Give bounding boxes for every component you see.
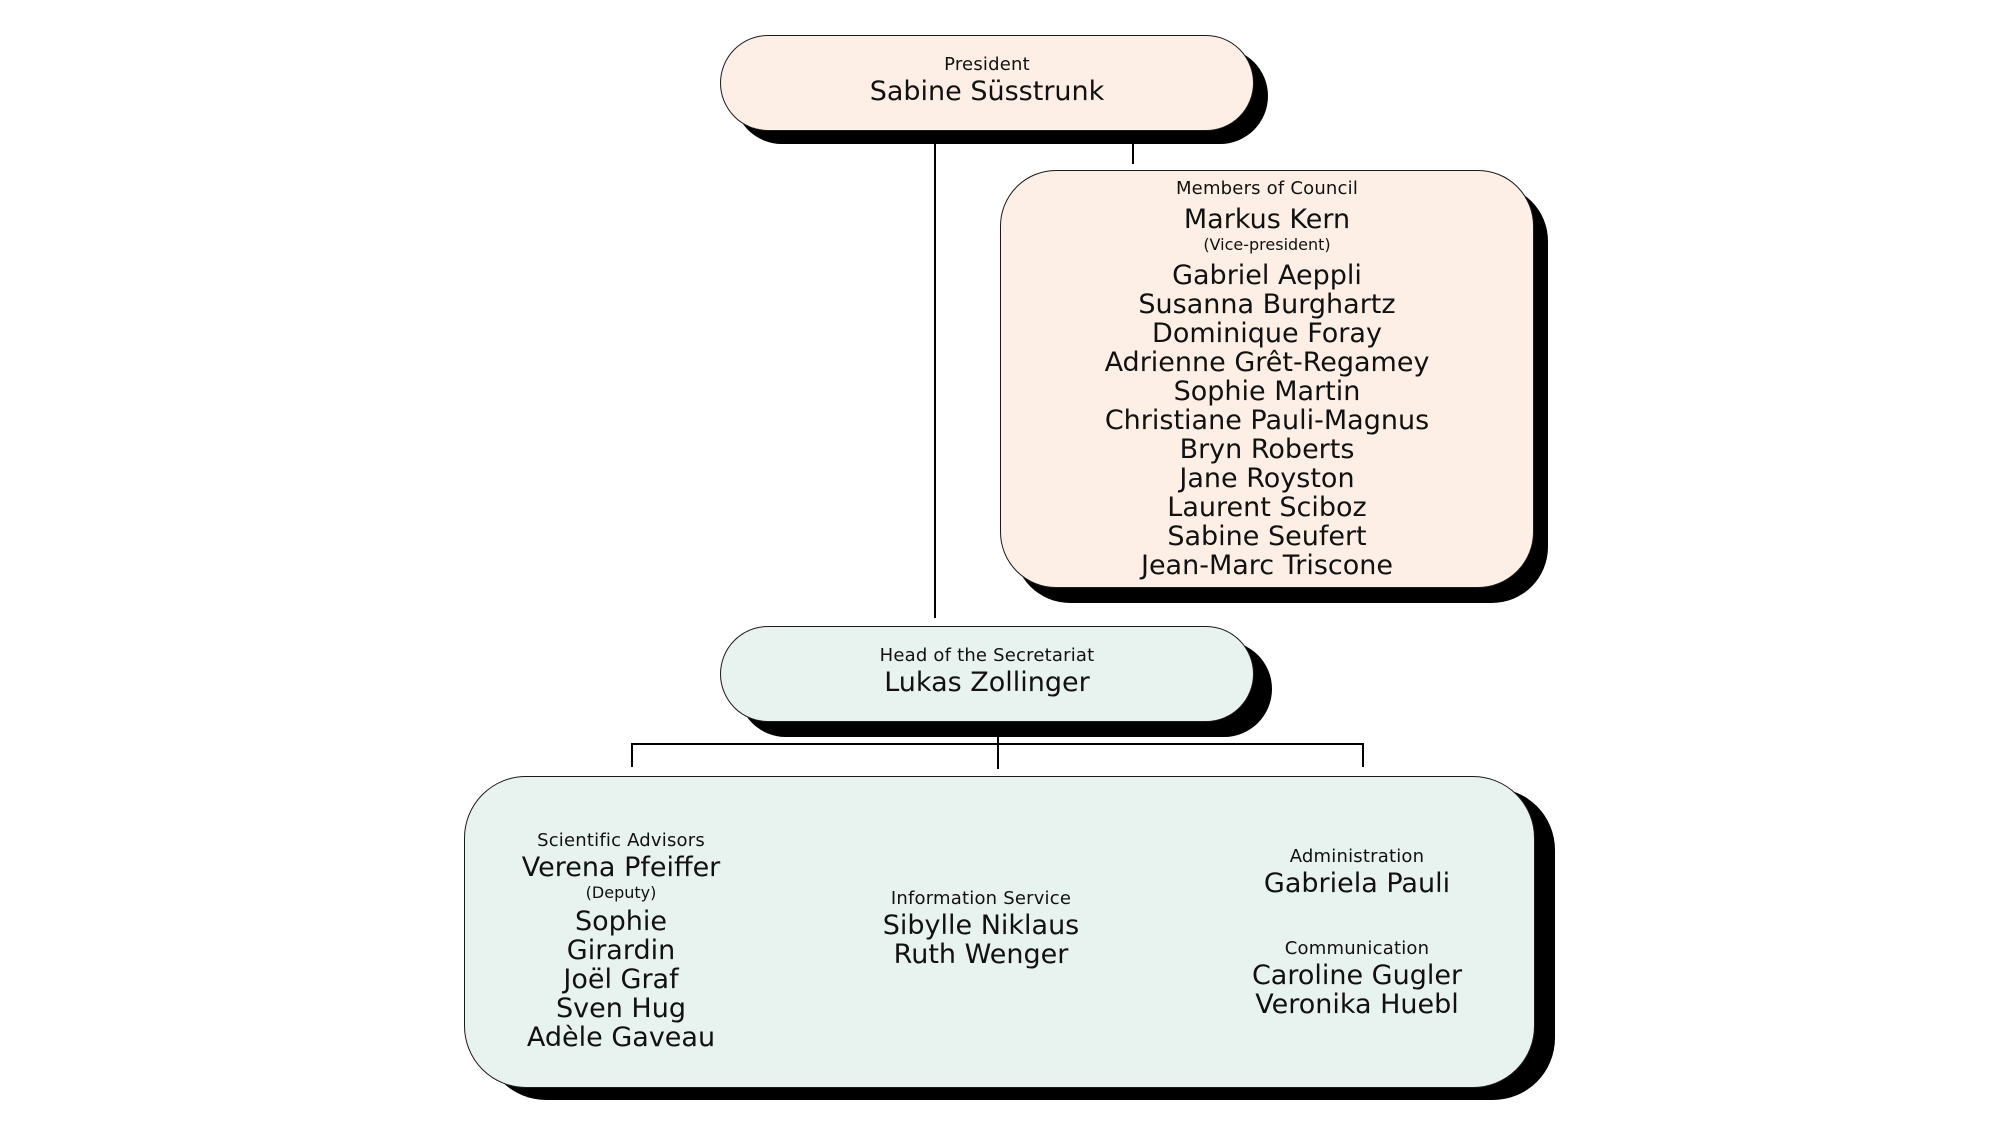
- scientific-advisor-member: Adèle Gaveau: [526, 1022, 716, 1053]
- scientific-advisors-deputy-note: (Deputy): [585, 883, 657, 902]
- connector-bracket-right: [1362, 743, 1364, 767]
- information-service-group: Information Service Sibylle Niklaus Ruth…: [881, 887, 1081, 969]
- council-member-list: Gabriel Aeppli Susanna Burghartz Dominiq…: [1001, 261, 1533, 580]
- scientific-advisors-group: Scientific Advisors Verena Pfeiffer (Dep…: [521, 829, 721, 1052]
- connector-secretariat-trunk: [997, 735, 999, 769]
- secretariat-node: Head of the Secretariat Lukas Zollinger: [720, 626, 1254, 722]
- secretariat-role-label: Head of the Secretariat: [879, 645, 1095, 666]
- council-vice-president-note: (Vice-president): [1203, 235, 1331, 254]
- communication-member: Veronika Huebl: [1255, 989, 1459, 1020]
- council-member: Jean-Marc Triscone: [1140, 550, 1394, 581]
- administration-group: Administration Gabriela Pauli: [1237, 845, 1477, 898]
- council-role-label: Members of Council: [1175, 178, 1359, 199]
- council-node: Members of Council Markus Kern (Vice-pre…: [1000, 170, 1534, 588]
- scientific-advisors-deputy-name: Verena Pfeiffer: [521, 852, 721, 883]
- council-member: Susanna Burghartz: [1138, 289, 1396, 320]
- connector-secretariat-bracket: [631, 743, 1364, 745]
- council-member: Gabriel Aeppli: [1172, 260, 1362, 291]
- council-member: Sabine Seufert: [1167, 521, 1367, 552]
- scientific-advisors-role-label: Scientific Advisors: [537, 830, 705, 851]
- connector-president-to-council: [1132, 144, 1134, 164]
- council-member: Laurent Sciboz: [1167, 492, 1367, 523]
- communication-role-label: Communication: [1284, 938, 1430, 959]
- communication-member: Caroline Gugler: [1251, 960, 1463, 991]
- connector-bracket-left: [631, 743, 633, 767]
- scientific-advisors-member-list: Sophie Girardin Joël Graf Sven Hug Adèle…: [521, 907, 721, 1052]
- council-member: Jane Royston: [1179, 463, 1355, 494]
- scientific-advisor-member: Joël Graf: [563, 964, 679, 995]
- connector-president-to-secretariat: [934, 144, 936, 618]
- council-vice-president-name: Markus Kern: [1183, 204, 1351, 235]
- council-member: Dominique Foray: [1152, 318, 1382, 349]
- scientific-advisor-member: Sophie Girardin: [566, 906, 676, 966]
- council-member: Bryn Roberts: [1179, 434, 1355, 465]
- council-member: Sophie Martin: [1173, 376, 1361, 407]
- administration-role-label: Administration: [1289, 846, 1425, 867]
- president-name: Sabine Süsstrunk: [869, 76, 1105, 107]
- council-member: Adrienne Grêt-Regamey: [1104, 347, 1430, 378]
- information-service-member: Sibylle Niklaus: [882, 910, 1080, 941]
- information-service-role-label: Information Service: [890, 888, 1072, 909]
- administration-member: Gabriela Pauli: [1263, 868, 1451, 899]
- departments-node: Scientific Advisors Verena Pfeiffer (Dep…: [464, 776, 1535, 1088]
- president-node: President Sabine Süsstrunk: [720, 35, 1254, 131]
- scientific-advisor-member: Sven Hug: [556, 993, 686, 1024]
- information-service-member: Ruth Wenger: [893, 939, 1069, 970]
- president-role-label: President: [944, 54, 1030, 75]
- council-member: Christiane Pauli-Magnus: [1104, 405, 1430, 436]
- secretariat-head-name: Lukas Zollinger: [884, 667, 1090, 698]
- communication-group: Communication Caroline Gugler Veronika H…: [1237, 937, 1477, 1019]
